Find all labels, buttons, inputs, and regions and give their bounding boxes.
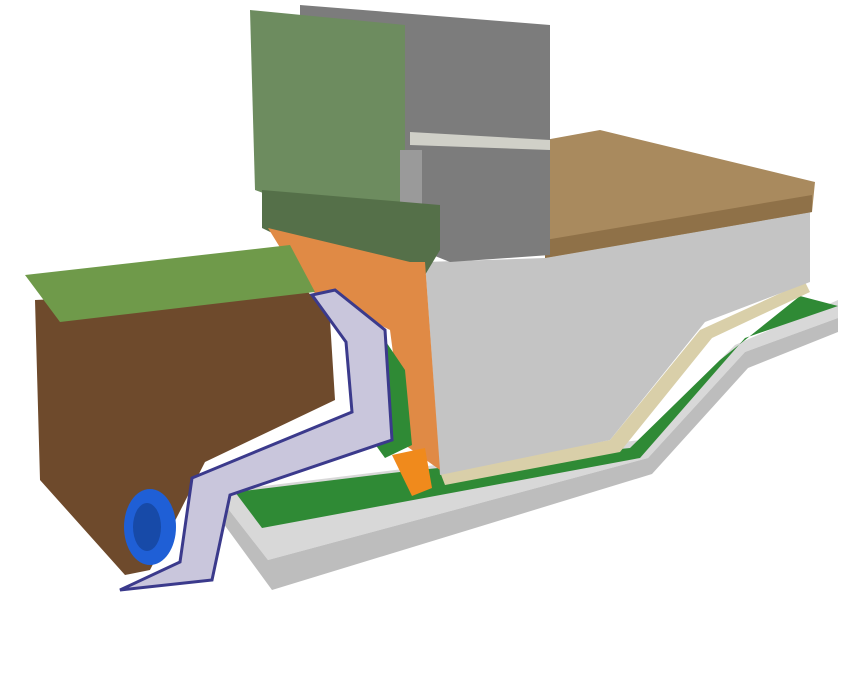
cladding-panel [250,10,405,245]
mortar-joint [410,132,550,150]
foundation-wall-front [425,212,810,475]
top-board [545,130,815,258]
corner-fillet [392,448,432,496]
drainage-fleece [119,288,394,592]
drain-pipe-opening [133,503,161,551]
horizontal-membrane [235,296,838,528]
base-slab-front [215,318,838,590]
top-board-front [545,195,812,258]
soil-block [35,288,335,575]
beige-protection-layer [440,282,810,485]
grass-top [25,245,315,322]
